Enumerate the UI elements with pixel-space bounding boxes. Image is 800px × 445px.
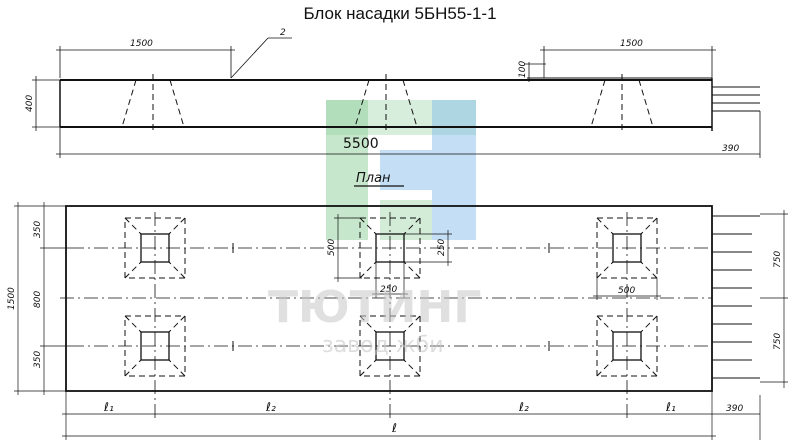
elevation-dim-1500-right: 1500 — [620, 39, 643, 49]
plan-dim-total: ℓ — [391, 421, 397, 435]
elevation-dim-100: 100 — [518, 61, 528, 78]
elevation-dim-height: 400 — [25, 95, 35, 112]
plan-dim-250-v: 250 — [437, 239, 447, 256]
elevation-callout-2: 2 — [280, 28, 286, 38]
plan-dim-390: 390 — [726, 404, 743, 414]
elevation-view: 400 1500 2 1500 100 5500 390 — [25, 28, 761, 158]
elevation-dim-length: 5500 — [343, 136, 379, 152]
plan-dim-l2-left: ℓ₂ — [265, 400, 276, 414]
plan-dim-l1-right: ℓ₁ — [665, 400, 676, 414]
watermark-sub: завод жби — [322, 333, 444, 358]
plan-dim-350-top: 350 — [33, 221, 43, 238]
plan-dim-1500: 1500 — [7, 287, 17, 310]
plan-dim-350-bottom: 350 — [33, 351, 43, 368]
plan-dim-l1-left: ℓ₁ — [103, 400, 114, 414]
plan-dim-250-h: 250 — [380, 285, 397, 295]
plan-dim-750-top: 750 — [773, 251, 783, 268]
plan-view: 1500 350 800 350 500 250 250 500 750 750 — [7, 202, 788, 440]
plan-dim-l2-right: ℓ₂ — [518, 400, 529, 414]
elevation-dim-390: 390 — [722, 144, 739, 154]
plan-dim-500-v: 500 — [327, 239, 337, 256]
plan-label: План — [356, 171, 391, 186]
watermark-logo — [326, 100, 476, 240]
plan-dim-500-h: 500 — [618, 286, 635, 296]
plan-dim-750-bottom: 750 — [773, 333, 783, 350]
plan-dim-800: 800 — [33, 291, 43, 308]
page-title: Блок насадки 5БН55-1-1 — [303, 4, 497, 23]
watermark-brand: ТЮТИНГ — [268, 282, 481, 333]
elevation-dim-1500-left: 1500 — [130, 39, 153, 49]
